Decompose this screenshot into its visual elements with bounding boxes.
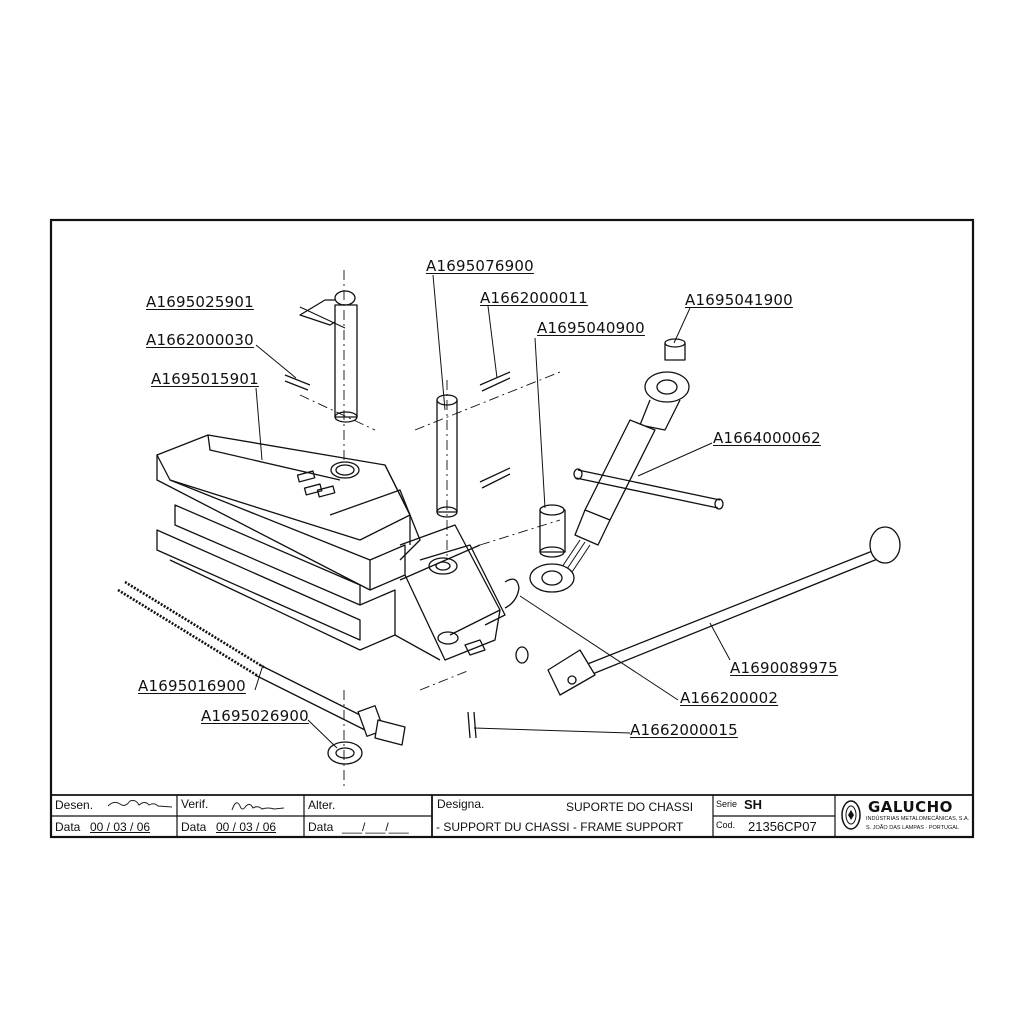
frame-support-body — [156, 434, 529, 664]
threaded-rod — [117, 580, 406, 746]
drawing-border — [49, 218, 975, 839]
exploded-view — [117, 270, 901, 790]
label-a1662000015: A1662000015 — [630, 721, 738, 739]
label-a1695026900: A1695026900 — [201, 707, 309, 725]
label-a166200002: A166200002 — [680, 689, 779, 707]
data-label-desen: Data — [55, 820, 81, 834]
cod-value: 21356CP07 — [748, 819, 817, 834]
cod-label: Cod. — [716, 820, 736, 830]
long-rod — [547, 526, 901, 696]
leader-lines — [254, 274, 731, 749]
label-a1695040900: A1695040900 — [537, 319, 645, 337]
company-subtitle: INDÚSTRIAS METALOMECÂNICAS, S.A. — [866, 816, 970, 822]
grease-nipple — [664, 338, 686, 361]
designation-pt: SUPORTE DO CHASSI — [566, 800, 694, 814]
data-label-verif: Data — [181, 820, 207, 834]
date-alter: ___/___/___ — [342, 820, 409, 834]
label-a1695041900: A1695041900 — [685, 291, 793, 309]
data-label-alter: Data — [308, 820, 334, 834]
label-a1662000011: A1662000011 — [480, 289, 588, 307]
label-a1695015901: A1695015901 — [151, 370, 259, 388]
desen-label: Desen. — [55, 798, 94, 812]
company-logo — [841, 800, 861, 830]
designation-fr-en: - SUPPORT DU CHASSI - FRAME SUPPORT — [436, 820, 684, 834]
company-name: GALUCHO — [868, 798, 953, 816]
washer — [327, 741, 363, 765]
label-a1662000030: A1662000030 — [146, 331, 254, 349]
alter-label: Alter. — [308, 798, 336, 812]
label-a1690089975: A1690089975 — [730, 659, 838, 677]
verif-label: Verif. — [181, 797, 209, 811]
date-desen: 00 / 03 / 06 — [90, 820, 151, 834]
label-a1695076900: A1695076900 — [426, 257, 534, 275]
designa-label: Designa. — [437, 797, 485, 811]
cotter-pins — [284, 371, 520, 739]
date-verif: 00 / 03 / 06 — [216, 820, 277, 834]
title-block-grid — [51, 794, 973, 837]
turnbuckle — [529, 371, 724, 593]
serie-label: Serie — [716, 799, 738, 809]
label-a1664000062: A1664000062 — [713, 429, 821, 447]
company-location: S. JOÃO DAS LAMPAS · PORTUGAL — [866, 825, 960, 831]
handle-pin — [299, 290, 358, 423]
bushing — [539, 504, 566, 558]
signature-desen — [107, 800, 173, 808]
label-a1695025901: A1695025901 — [146, 293, 254, 311]
serie-value: SH — [744, 797, 763, 812]
signature-verif — [231, 802, 285, 811]
center-lines — [299, 270, 561, 790]
label-a1695016900: A1695016900 — [138, 677, 246, 695]
